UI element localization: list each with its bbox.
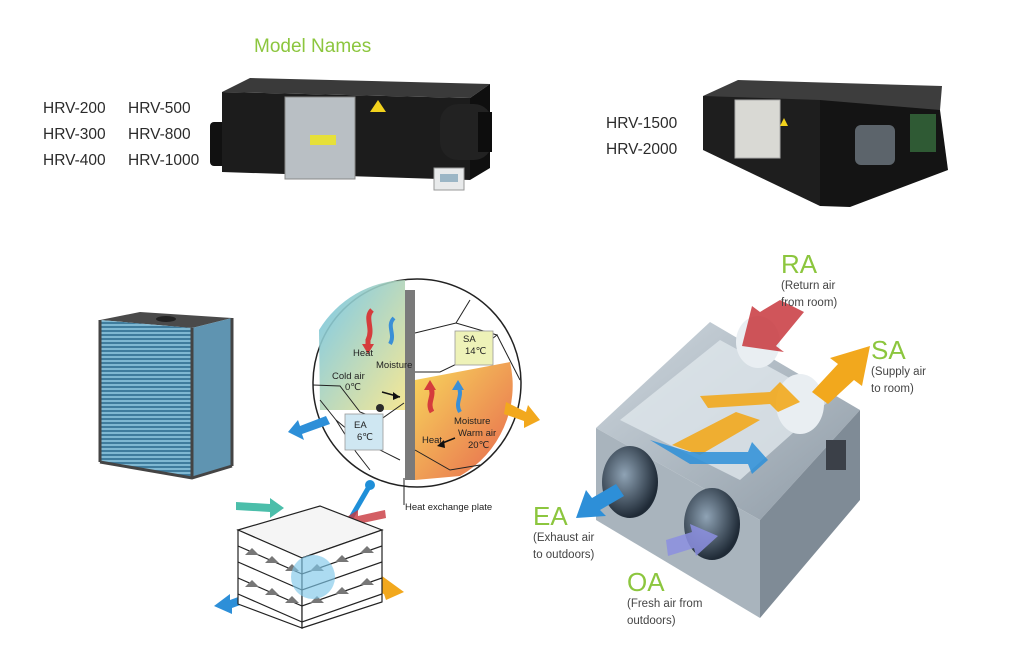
label-warm-temp: 20℃ (468, 440, 490, 451)
model-name: HRV-1500 (606, 115, 678, 132)
flow-ra: RA (Return air from room) (781, 250, 837, 312)
model-list-col1: HRV-200 HRV-300 HRV-400 (43, 96, 106, 174)
heat-exchanger-core-image (98, 312, 234, 480)
flow-desc: from room) (781, 297, 838, 309)
flow-desc: outdoors) (627, 615, 676, 627)
model-name: HRV-500 (128, 100, 191, 117)
model-name: HRV-400 (43, 152, 106, 169)
flow-desc: (Return air (781, 280, 836, 292)
flow-desc: to outdoors) (533, 549, 595, 561)
label-cold-air: Cold air (332, 371, 365, 382)
flow-sa: SA (Supply air to room) (871, 336, 926, 398)
model-list-col3: HRV-1500 HRV-2000 (606, 111, 677, 163)
flow-desc: (Supply air (871, 366, 926, 378)
hrv-small-unit-image (210, 78, 492, 191)
heat-exchange-magnified-diagram (312, 278, 522, 582)
label-sa-temp: 14℃ (465, 346, 487, 357)
label-warm-air: Warm air (458, 428, 497, 439)
page-title: Model Names (254, 36, 372, 57)
label-ea: EA (354, 420, 367, 431)
flow-code: SA (871, 335, 906, 365)
label-sa: SA (463, 334, 476, 345)
unit-flow-arrows (576, 300, 870, 556)
model-name: HRV-200 (43, 100, 106, 117)
model-name: HRV-800 (128, 126, 191, 143)
flow-code: EA (533, 501, 568, 531)
label-heat-top: Heat (353, 348, 374, 359)
hrv-large-unit-image (703, 80, 948, 207)
model-name: HRV-1000 (128, 152, 200, 169)
flow-code: OA (627, 567, 665, 597)
flow-code: RA (781, 249, 818, 279)
flow-desc: (Fresh air from (627, 598, 703, 610)
model-name: HRV-300 (43, 126, 106, 143)
flow-desc: to room) (871, 383, 914, 395)
core-flow-arrows (214, 402, 540, 614)
model-name: HRV-2000 (606, 141, 678, 158)
label-ea-temp: 6℃ (357, 432, 373, 443)
flow-ea: EA (Exhaust air to outdoors) (533, 502, 594, 564)
label-cold-temp: 0℃ (345, 382, 361, 393)
label-moisture-right: Moisture (454, 416, 491, 427)
core-layer-diagram (236, 505, 384, 629)
flow-desc: (Exhaust air (533, 532, 595, 544)
label-moisture-top: Moisture (376, 360, 413, 371)
flow-oa: OA (Fresh air from outdoors) (627, 568, 702, 630)
label-heat-right: Heat (422, 435, 443, 446)
model-list-col2: HRV-500 HRV-800 HRV-1000 (128, 96, 199, 174)
label-heat-exchange-plate: Heat exchange plate (405, 502, 493, 513)
